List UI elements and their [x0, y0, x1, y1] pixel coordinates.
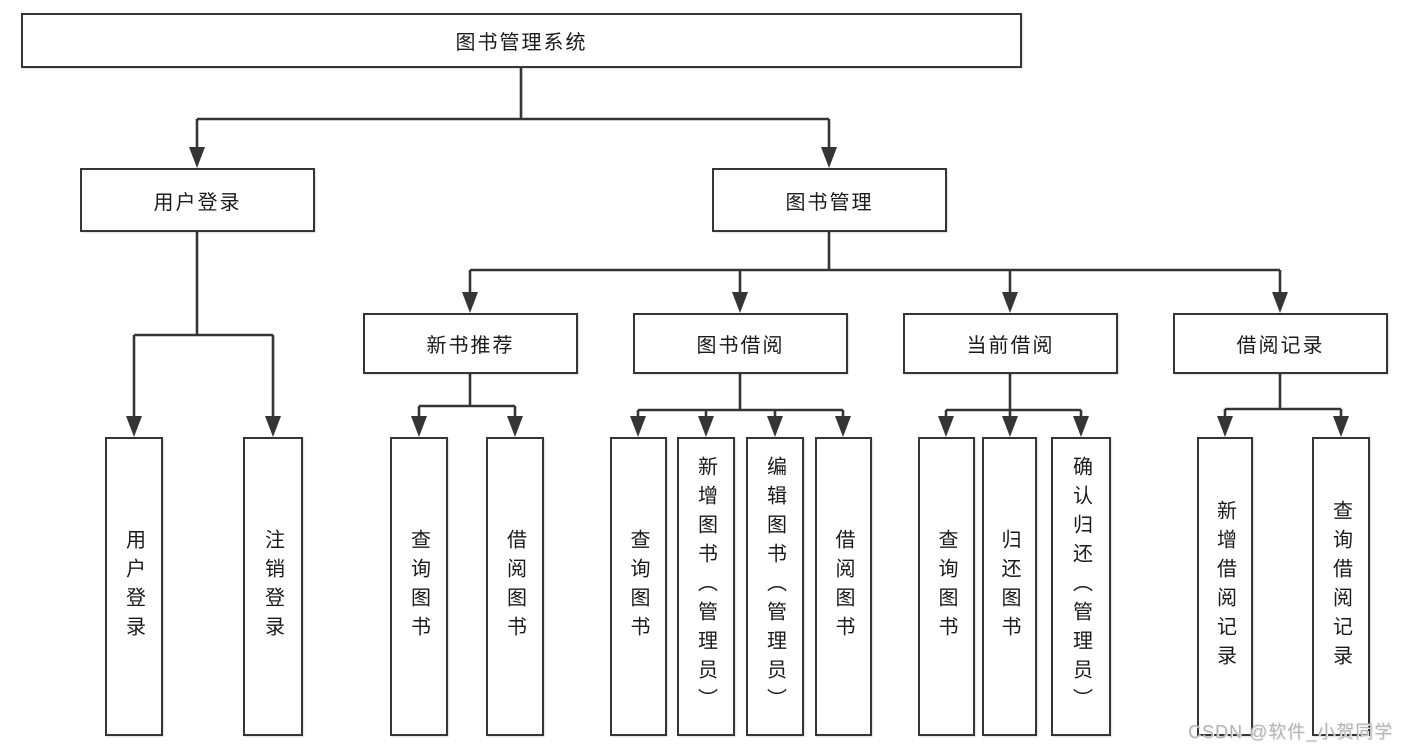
leaf-borrow-add-books-admin: 新增图书（管理员） [677, 437, 735, 736]
node-label: 查询借阅记录 [1329, 499, 1352, 674]
node-label: 用户登录 [122, 528, 145, 645]
node-borrowing-records: 借阅记录 [1173, 313, 1388, 374]
connector-new-book-recommend-children [411, 374, 523, 437]
node-label: 当前借阅 [966, 335, 1055, 357]
connector-current-borrowing-children [938, 374, 1089, 437]
connector-line [132, 232, 275, 420]
arrowhead-icon [1217, 416, 1349, 437]
arrowhead-icon [189, 147, 837, 168]
connector-line [417, 374, 517, 420]
arrowhead-icon [126, 416, 281, 437]
connector-line [1223, 374, 1343, 420]
connector-root-to-level2 [189, 68, 837, 168]
node-label: 新增图书（管理员） [694, 456, 717, 717]
leaf-newrec-borrow-books: 借阅图书 [486, 437, 544, 736]
connector-user-login-children [126, 232, 281, 437]
leaf-user-login: 用户登录 [105, 437, 163, 736]
csdn-watermark: CSDN @软件_小贺同学 [1188, 722, 1394, 742]
node-library-management-system: 图书管理系统 [21, 13, 1022, 68]
connector-line [944, 374, 1083, 420]
node-label: 图书管理 [785, 191, 874, 214]
connector-line [195, 68, 831, 150]
node-label: 查询图书 [935, 528, 957, 645]
node-new-book-recommend: 新书推荐 [363, 313, 578, 374]
connector-book-management-children [462, 232, 1288, 313]
arrowhead-icon [630, 416, 851, 437]
leaf-newrec-query-books: 查询图书 [390, 437, 448, 736]
arrowhead-icon [411, 416, 523, 437]
node-label: 查询图书 [627, 528, 649, 645]
node-label: 查询图书 [407, 528, 430, 645]
node-label: 图书借阅 [696, 335, 785, 357]
connector-line [468, 232, 1282, 296]
leaf-borrow-query-books: 查询图书 [610, 437, 667, 736]
node-label: 编辑图书（管理员） [763, 456, 786, 717]
node-book-borrowing: 图书借阅 [633, 313, 848, 374]
node-label: 借阅图书 [503, 528, 526, 645]
node-label: 新增借阅记录 [1213, 499, 1236, 674]
node-label: 新书推荐 [426, 335, 515, 357]
connector-line [636, 374, 845, 420]
leaf-borrow-edit-books-admin: 编辑图书（管理员） [746, 437, 804, 736]
leaf-current-return-books: 归还图书 [982, 437, 1037, 736]
leaf-records-query-record: 查询借阅记录 [1312, 437, 1370, 736]
node-label: 图书管理系统 [455, 32, 588, 54]
leaf-current-query-books: 查询图书 [918, 437, 975, 736]
node-user-login: 用户登录 [80, 168, 315, 232]
node-label: 归还图书 [998, 528, 1020, 645]
node-label: 确认归还（管理员） [1069, 456, 1092, 717]
connector-borrowing-records-children [1217, 374, 1349, 437]
arrowhead-icon [462, 292, 1288, 313]
arrowhead-icon [938, 416, 1089, 437]
leaf-borrow-borrow-books: 借阅图书 [815, 437, 872, 736]
leaf-records-add-record: 新增借阅记录 [1197, 437, 1253, 736]
node-label: 用户登录 [153, 191, 242, 214]
node-book-management: 图书管理 [712, 168, 947, 232]
node-current-borrowing: 当前借阅 [903, 313, 1118, 374]
node-label: 借阅图书 [832, 528, 854, 645]
leaf-current-confirm-return-admin: 确认归还（管理员） [1051, 437, 1111, 736]
leaf-logout: 注销登录 [243, 437, 303, 736]
node-label: 注销登录 [261, 528, 284, 645]
node-label: 借阅记录 [1236, 335, 1325, 357]
connector-book-borrowing-children [630, 374, 851, 437]
